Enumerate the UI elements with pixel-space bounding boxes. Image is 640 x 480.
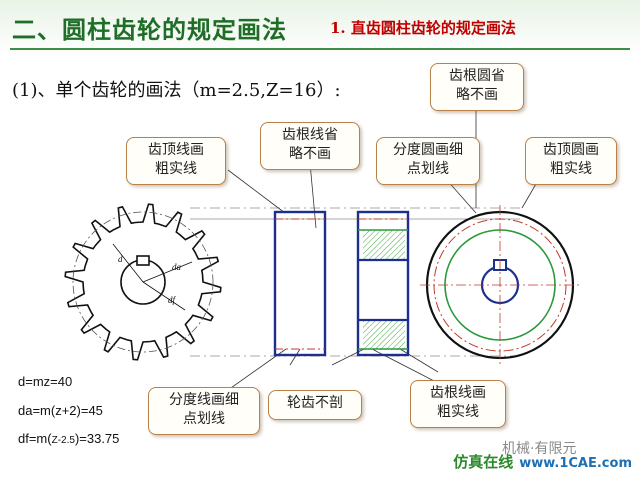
dim-df xyxy=(142,281,186,311)
callout-line: 齿顶线画 xyxy=(148,142,204,158)
page-subtitle: 1. 直齿圆柱齿轮的规定画法 xyxy=(330,19,516,37)
callout-line: 轮齿不剖 xyxy=(287,395,343,411)
callout-root-circle-omit: 齿根圆省 略不画 xyxy=(430,63,524,111)
title-divider xyxy=(10,48,630,50)
callout-line: 齿根圆省 xyxy=(449,68,505,84)
callout-line: 点划线 xyxy=(183,411,225,427)
callout-line: 略不画 xyxy=(289,146,331,162)
header-band xyxy=(0,0,640,55)
wechat-watermark: 机械·有限元 xyxy=(502,441,577,457)
callout-line: 点划线 xyxy=(407,161,449,177)
brand-label: 仿真在线 xyxy=(453,453,514,471)
callout-line: 略不画 xyxy=(456,87,498,103)
formula-df: df=m(Z-2.5)=33.75 xyxy=(18,431,119,446)
dim-d xyxy=(112,243,144,283)
formula-df-prefix: df=m( xyxy=(18,431,52,446)
formula-df-suffix: )=33.75 xyxy=(74,431,120,446)
gear-keyway xyxy=(136,255,150,266)
callout-root-line-solid: 齿根线画 粗实线 xyxy=(410,380,506,428)
callout-line: 分度圆画细 xyxy=(393,142,463,158)
callout-line: 齿顶圆画 xyxy=(543,142,599,158)
label-df: df xyxy=(168,295,177,305)
gear-front-view xyxy=(273,210,327,357)
projection-lines xyxy=(190,207,520,357)
callout-line: 齿根线省 xyxy=(282,127,338,143)
callout-no-section: 轮齿不剖 xyxy=(268,390,362,420)
label-d: d xyxy=(118,254,123,264)
label-da: da xyxy=(172,262,182,272)
formula-da: da=m(z+2)=45 xyxy=(18,403,103,418)
gear-section-view xyxy=(356,210,410,357)
site-label: www.1CAE.com xyxy=(519,456,632,471)
site-watermark: 仿真在线 www.1CAE.com xyxy=(453,451,632,472)
callout-line: 分度线画细 xyxy=(169,392,239,408)
callout-tip-line-left: 齿顶线画 粗实线 xyxy=(126,137,226,185)
dim-da xyxy=(142,261,193,283)
section-label: (1)、单个齿轮的画法（m=2.5,Z=16）: xyxy=(12,80,341,101)
formula-d: d=mz=40 xyxy=(18,374,73,389)
gear-pitch-circle xyxy=(72,211,214,353)
page-title: 二、圆柱齿轮的规定画法 xyxy=(12,16,287,44)
callout-pitch-circle: 分度圆画细 点划线 xyxy=(376,137,480,185)
callout-line: 齿根线画 xyxy=(430,385,486,401)
formula-df-mid: Z-2.5 xyxy=(51,435,75,446)
callout-root-line-omit: 齿根线省 略不画 xyxy=(260,122,360,170)
callout-tip-circle-right: 齿顶圆画 粗实线 xyxy=(525,137,617,185)
gear-end-view xyxy=(420,205,580,365)
callout-line: 粗实线 xyxy=(155,161,197,177)
callout-line: 粗实线 xyxy=(437,404,479,420)
callout-line: 粗实线 xyxy=(550,161,592,177)
callout-pitch-line: 分度线画细 点划线 xyxy=(148,387,260,435)
